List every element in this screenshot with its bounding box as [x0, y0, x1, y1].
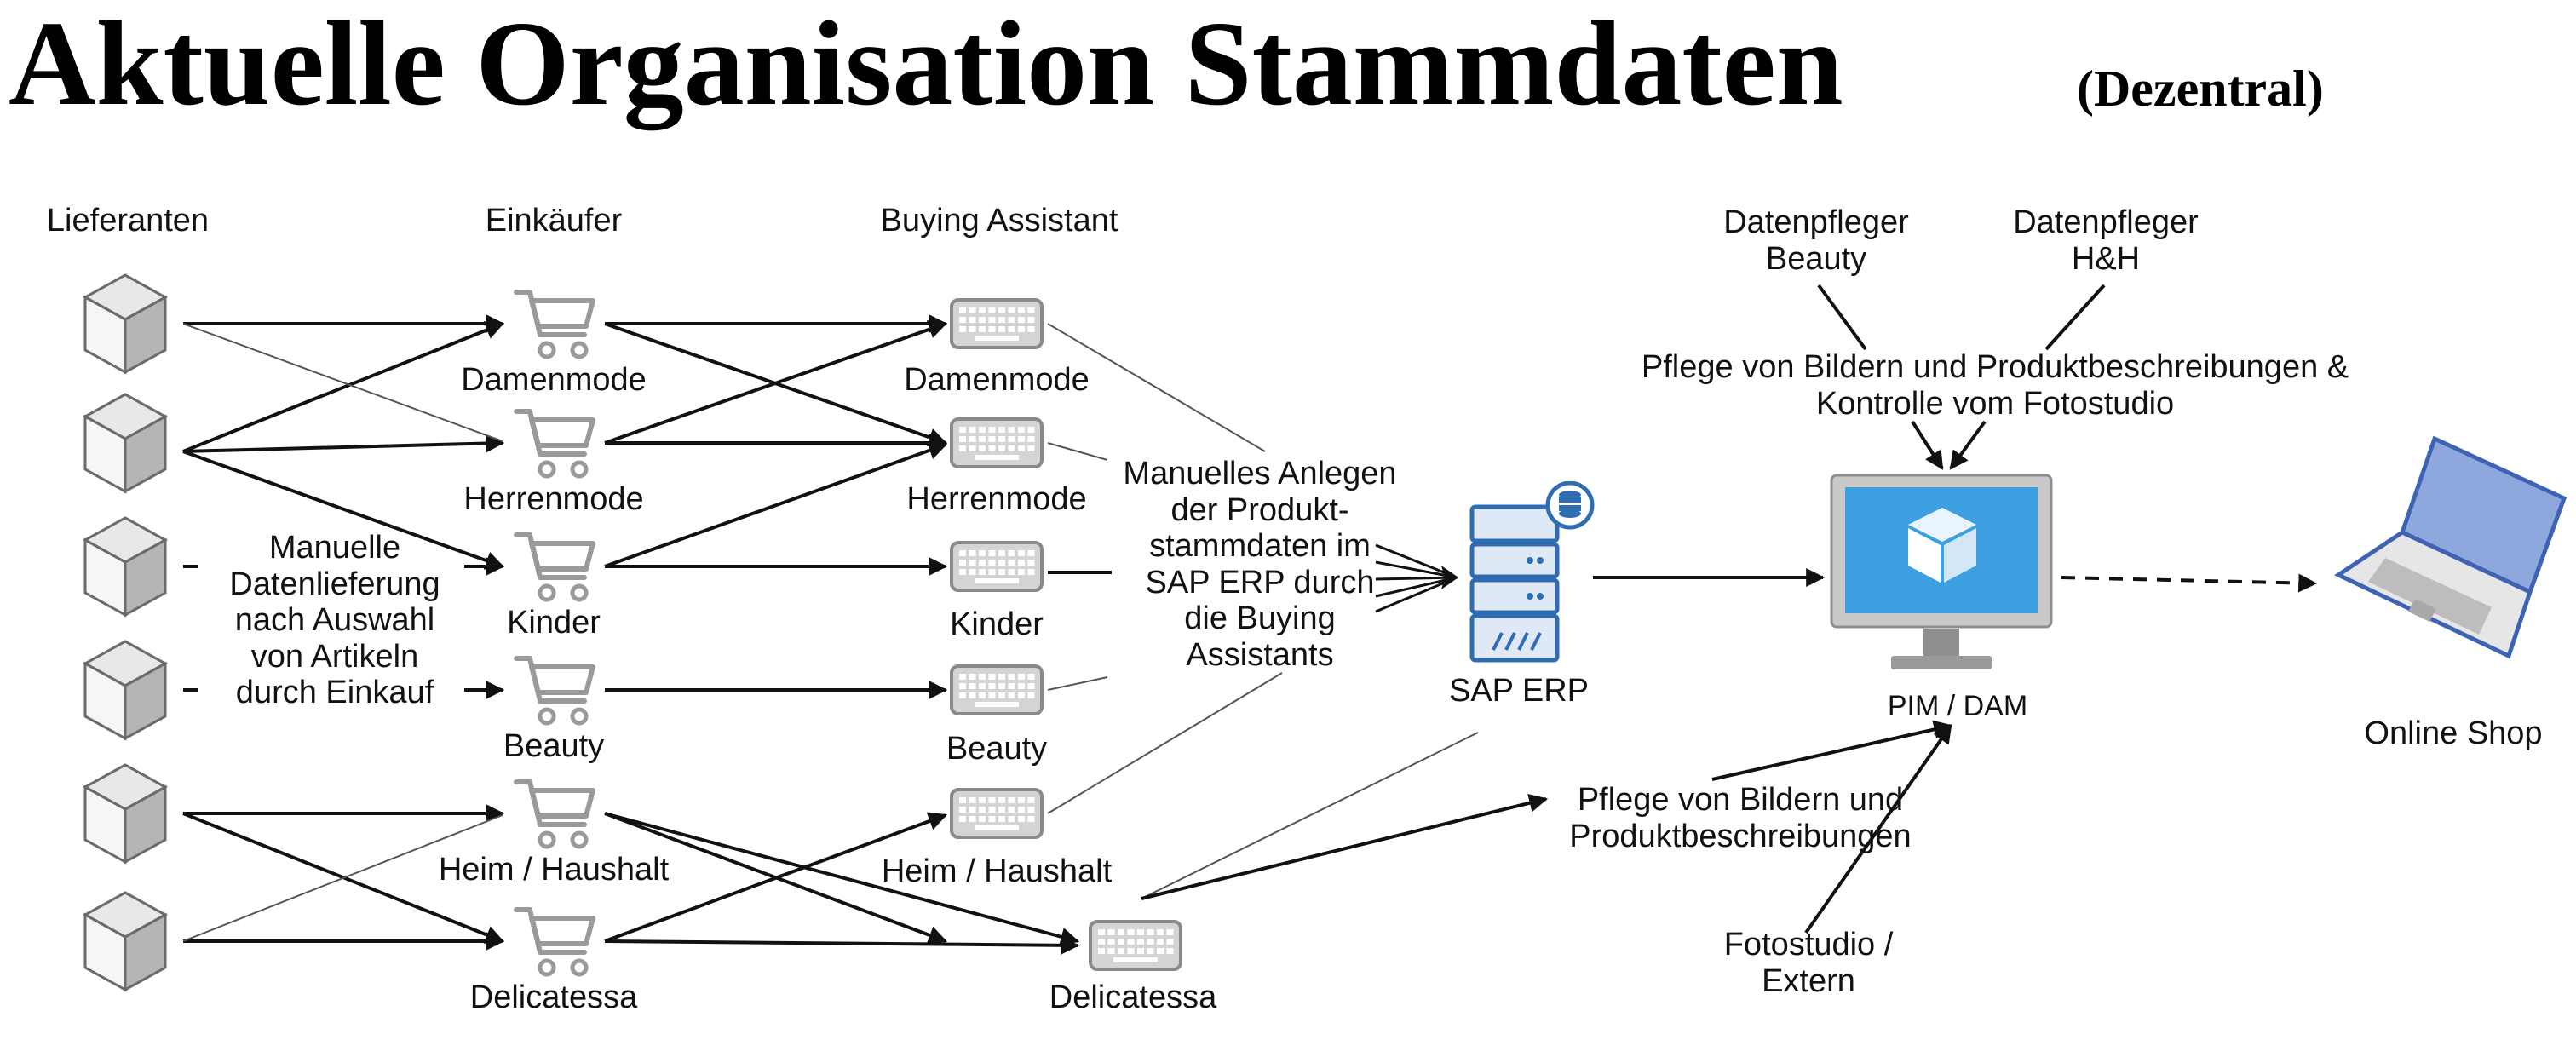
assistant-label: Beauty [946, 731, 1048, 767]
column-header-suppliers: Lieferanten [46, 203, 210, 238]
keyboard-icon [950, 298, 1044, 349]
care-note-top: Pflege von Bildern und Produktbeschreibu… [1641, 349, 2349, 422]
care-arrows-top [1911, 420, 1987, 470]
dash-marks [183, 565, 198, 692]
page-subtitle: (Dezentral) [2077, 60, 2324, 117]
supplier-cube-icon [82, 640, 169, 741]
supplier-thin-lines [182, 323, 503, 942]
role-fotostudio: Fotostudio / Extern [1723, 927, 1894, 999]
pim-shop-arrow [2061, 573, 2318, 593]
shopping-cart-icon [514, 532, 595, 602]
laptop-icon [2334, 435, 2567, 659]
shopping-cart-icon [514, 779, 595, 849]
shopping-cart-icon [514, 907, 595, 977]
keyboard-icon [950, 541, 1044, 592]
buyer-label: Beauty [503, 728, 605, 764]
keyboard-icon [1089, 920, 1182, 971]
manual-delivery-note: Manuelle Datenlieferung nach Auswahl von… [229, 530, 440, 711]
assistant-note-lines [1047, 323, 1479, 899]
role-datenpfleger-hh: Datenpfleger H&H [2013, 204, 2199, 277]
buyer-assistant-arrows [604, 314, 1080, 955]
buyer-label: Herrenmode [463, 481, 644, 517]
role-datenpfleger-beauty: Datenpfleger Beauty [1723, 204, 1909, 277]
buyer-label: Heim / Haushalt [438, 852, 670, 888]
manual-create-note: Manuelles Anlegen der Produkt- stammdate… [1123, 456, 1397, 673]
server-icon [1469, 481, 1595, 663]
shopping-cart-icon [514, 656, 595, 726]
supplier-cube-icon [82, 891, 169, 992]
keyboard-icon [950, 788, 1044, 839]
keyboard-icon [950, 664, 1044, 715]
erp-label: SAP ERP [1448, 673, 1590, 709]
assistant-label: Damenmode [904, 362, 1090, 398]
shop-label: Online Shop [2364, 715, 2543, 751]
buyer-label: Delicatessa [469, 980, 638, 1015]
care-arrows-bottom [1141, 720, 1953, 934]
care-note-bottom: Pflege von Bildern und Produktbeschreibu… [1569, 782, 1912, 854]
supplier-cube-icon [82, 273, 169, 375]
assistant-label: Heim / Haushalt [881, 853, 1113, 889]
datenpfleger-lines [1817, 284, 2106, 351]
pim-label: PIM / DAM [1887, 690, 2028, 722]
assistant-label: Herrenmode [906, 481, 1087, 517]
supplier-cube-icon [82, 516, 169, 618]
shopping-cart-icon [514, 290, 595, 359]
supplier-cube-icon [82, 393, 169, 494]
assistant-label: Delicatessa [1049, 980, 1217, 1015]
keyboard-icon [950, 417, 1044, 468]
assistant-label: Kinder [950, 606, 1044, 642]
buyer-label: Kinder [507, 605, 601, 641]
column-header-assistants: Buying Assistant [880, 203, 1118, 238]
supplier-cube-icon [82, 763, 169, 865]
page-title: Aktuelle Organisation Stammdaten [9, 0, 1843, 130]
monitor-icon [1830, 474, 2053, 669]
erp-fan-arrowhead [1441, 566, 1458, 589]
buyer-label: Damenmode [461, 362, 647, 398]
column-header-buyers: Einkäufer [485, 203, 623, 238]
shopping-cart-icon [514, 409, 595, 479]
